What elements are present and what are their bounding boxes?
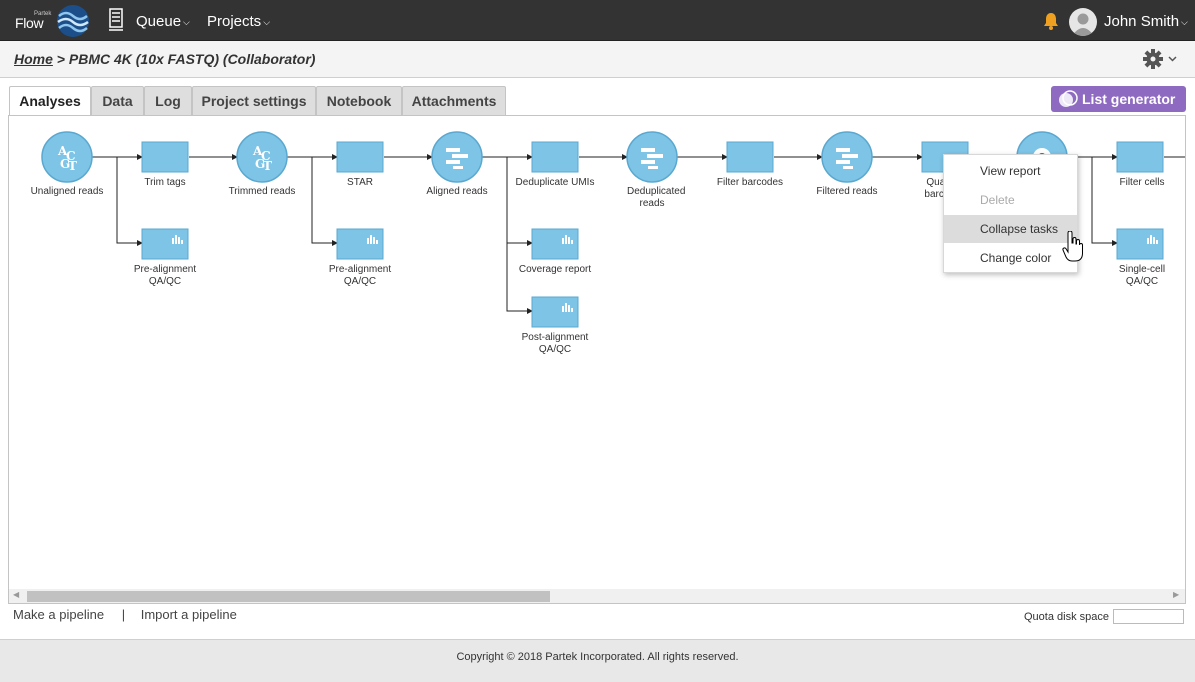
node-label: Post-alignment QA/QC <box>521 332 589 355</box>
breadcrumb-home-link[interactable]: Home <box>14 51 53 67</box>
chevron-down-icon: ⌵ <box>183 17 190 27</box>
link-separator: | <box>121 607 126 622</box>
data-node-filtered-reads[interactable] <box>821 131 873 183</box>
list-generator-label: List generator <box>1082 91 1176 107</box>
task-node-trim-tags[interactable] <box>141 141 189 173</box>
menu-item-collapse-tasks[interactable]: Collapse tasks <box>944 215 1077 243</box>
report-node-pre-alignment-qaqc-2[interactable] <box>336 228 384 260</box>
user-name: John Smith <box>1104 13 1180 30</box>
user-avatar[interactable] <box>1069 8 1097 36</box>
node-label: Unaligned reads <box>30 186 104 197</box>
tab-analyses[interactable]: Analyses <box>9 86 91 117</box>
node-label: Coverage report <box>518 264 592 275</box>
horizontal-scrollbar[interactable]: ◀ ▶ <box>9 589 1185 603</box>
node-label: Filtered reads <box>816 186 878 197</box>
page-footer: Copyright © 2018 Partek Incorporated. Al… <box>0 639 1195 682</box>
breadcrumb-bar: Home > PBMC 4K (10x FASTQ) (Collaborator… <box>0 41 1195 78</box>
node-label: Deduplicate UMIs <box>515 177 595 188</box>
import-pipeline-link[interactable]: Import a pipeline <box>140 607 237 622</box>
tab-attachments[interactable]: Attachments <box>402 86 506 116</box>
tab-data[interactable]: Data <box>91 86 144 116</box>
wave-logo-icon <box>57 5 89 37</box>
server-icon[interactable] <box>108 8 124 32</box>
tab-project-settings[interactable]: Project settings <box>192 86 316 116</box>
notification-bell-icon[interactable] <box>1043 12 1059 30</box>
node-label: STAR <box>347 177 373 188</box>
data-node-unaligned-reads[interactable] <box>41 131 93 183</box>
menu-item-change-color[interactable]: Change color <box>980 251 1052 265</box>
hand-cursor-icon <box>1062 231 1083 262</box>
sequence-icon <box>57 144 77 173</box>
top-navbar: Partek Flow Queue⌵ Projects⌵ John Smith⌵ <box>0 0 1195 41</box>
projects-menu[interactable]: Projects⌵ <box>207 13 270 30</box>
node-label: Filter barcodes <box>716 177 784 188</box>
sequence-icon <box>252 144 272 173</box>
context-menu: View report Delete Collapse tasks Change… <box>943 154 1078 273</box>
user-menu[interactable]: John Smith⌵ <box>1104 13 1188 30</box>
report-node-single-cell-qaqc[interactable] <box>1116 228 1164 260</box>
chevron-down-icon: ⌵ <box>1181 17 1188 27</box>
data-node-aligned-reads[interactable] <box>431 131 483 183</box>
report-node-pre-alignment-qaqc-1[interactable] <box>141 228 189 260</box>
report-node-coverage-report[interactable] <box>531 228 579 260</box>
pipeline-links: Make a pipeline | Import a pipeline <box>13 607 237 622</box>
logo-brand-text: Flow <box>15 15 44 31</box>
task-node-star[interactable] <box>336 141 384 173</box>
chevron-down-icon: ⌵ <box>263 17 271 27</box>
queue-label: Queue <box>136 13 182 30</box>
data-node-trimmed-reads[interactable] <box>236 131 288 183</box>
scroll-right-arrow-icon[interactable]: ▶ <box>1173 590 1180 599</box>
app-logo[interactable]: Partek Flow <box>12 4 92 38</box>
settings-gear-icon[interactable] <box>1142 48 1178 70</box>
report-node-post-alignment-qaqc[interactable] <box>531 296 579 328</box>
menu-item-view-report[interactable]: View report <box>980 164 1041 178</box>
copyright-text: Copyright © 2018 Partek Incorporated. Al… <box>456 651 739 663</box>
task-node-deduplicate-umis[interactable] <box>531 141 579 173</box>
node-label: Trimmed reads <box>228 186 296 197</box>
node-label: Pre-alignment QA/QC <box>133 264 197 287</box>
node-label: Aligned reads <box>426 186 488 197</box>
node-label: Trim tags <box>144 177 186 188</box>
projects-label: Projects <box>207 13 262 30</box>
quota-label: Quota disk space <box>1024 611 1109 623</box>
logo-brand-small: Partek <box>34 11 52 17</box>
node-label: Filter cells <box>1119 177 1165 188</box>
menu-item-delete[interactable]: Delete <box>980 193 1015 207</box>
queue-menu[interactable]: Queue⌵ <box>136 13 190 30</box>
list-generator-button[interactable]: List generator <box>1051 86 1186 112</box>
breadcrumb-separator: > <box>52 51 69 67</box>
breadcrumb-project: PBMC 4K (10x FASTQ) (Collaborator) <box>68 51 316 67</box>
node-label: Single-cell QA/QC <box>1118 264 1166 287</box>
breadcrumb: Home > PBMC 4K (10x FASTQ) (Collaborator… <box>14 51 315 67</box>
list-generator-icon <box>1059 90 1078 107</box>
pipeline-edges <box>92 154 1185 314</box>
data-node-deduplicated-reads[interactable] <box>626 131 678 183</box>
task-node-filter-barcodes[interactable] <box>726 141 774 173</box>
make-pipeline-link[interactable]: Make a pipeline <box>13 607 105 622</box>
node-label: Pre-alignment QA/QC <box>328 264 392 287</box>
task-node-filter-cells[interactable] <box>1116 141 1164 173</box>
quota-bar <box>1113 609 1184 624</box>
user-silhouette-icon <box>1072 13 1094 36</box>
tab-log[interactable]: Log <box>144 86 192 116</box>
scroll-left-arrow-icon[interactable]: ◀ <box>13 590 20 599</box>
node-label: Deduplicated reads <box>627 186 686 209</box>
pipeline-canvas[interactable]: A C G T <box>8 115 1186 604</box>
tab-notebook[interactable]: Notebook <box>316 86 402 116</box>
scrollbar-thumb[interactable] <box>27 591 550 602</box>
